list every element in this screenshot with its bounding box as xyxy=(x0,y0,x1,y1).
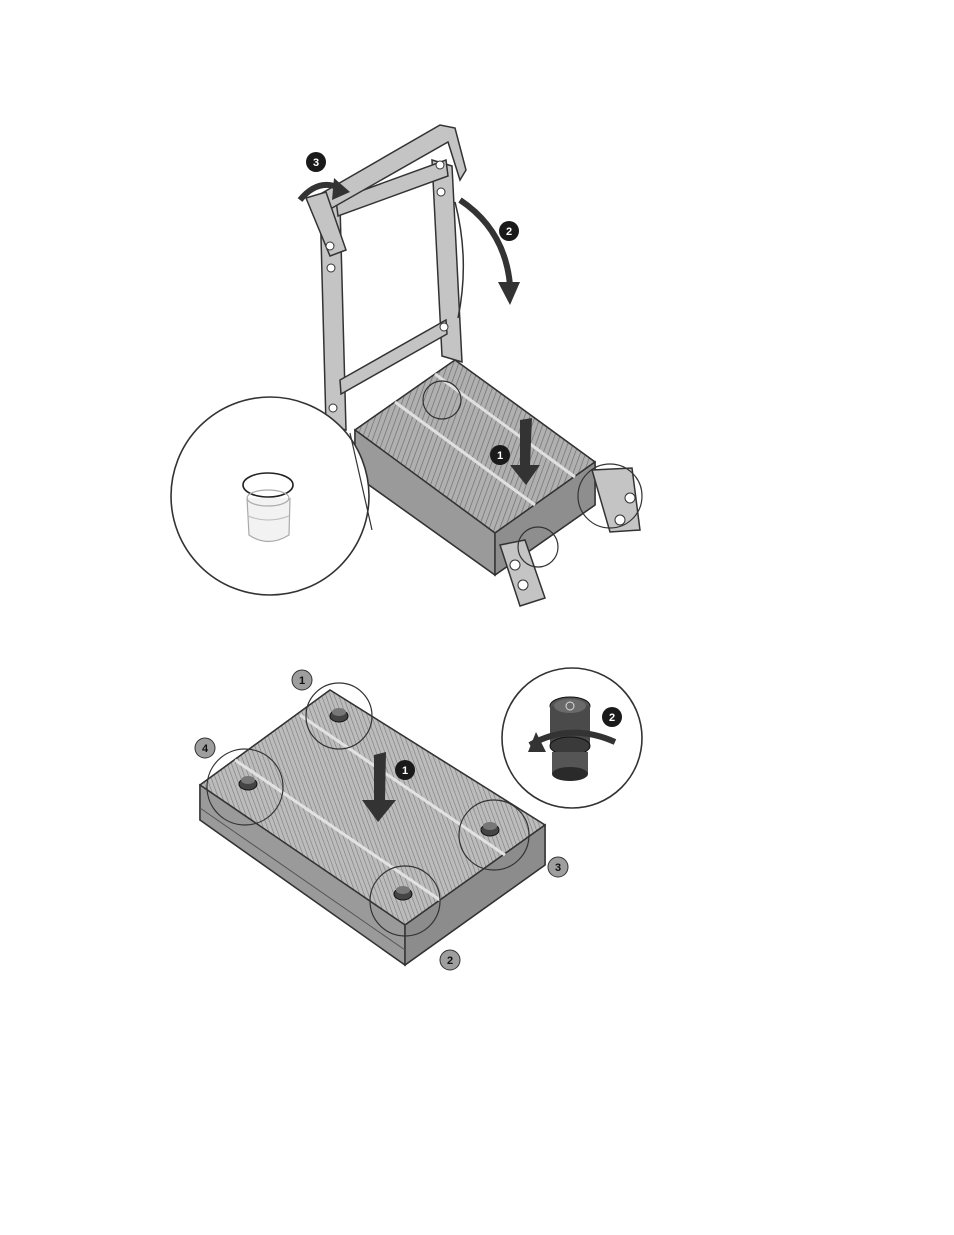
svg-text:3: 3 xyxy=(555,862,561,874)
svg-text:2: 2 xyxy=(609,712,615,724)
screw-inset xyxy=(502,668,642,808)
callout-top-2: 2 xyxy=(499,221,519,241)
callout-top-3: 3 xyxy=(306,152,326,172)
callout-bottom-3-light: 3 xyxy=(548,857,568,877)
callout-top-1: 1 xyxy=(490,445,510,465)
curved-arrow-icon xyxy=(460,200,520,305)
callout-bottom-2-dark: 2 xyxy=(602,707,622,727)
callout-bottom-1-light: 1 xyxy=(292,670,312,690)
svg-text:2: 2 xyxy=(447,955,453,967)
svg-text:1: 1 xyxy=(402,765,408,777)
svg-text:1: 1 xyxy=(497,450,503,462)
svg-text:3: 3 xyxy=(313,157,319,169)
svg-text:4: 4 xyxy=(202,743,209,755)
bottom-figure: 1 1 2 4 3 2 xyxy=(195,668,642,970)
callout-bottom-4-light: 4 xyxy=(195,738,215,758)
top-heatsink xyxy=(355,360,595,575)
right-bracket xyxy=(592,468,640,532)
magnifier-inset xyxy=(171,397,369,595)
top-figure: 1 2 3 xyxy=(171,125,642,606)
bottom-bracket xyxy=(500,540,545,606)
callout-bottom-2-light: 2 xyxy=(440,950,460,970)
callout-bottom-1-dark: 1 xyxy=(395,760,415,780)
svg-text:1: 1 xyxy=(299,675,305,687)
svg-text:2: 2 xyxy=(506,226,512,238)
